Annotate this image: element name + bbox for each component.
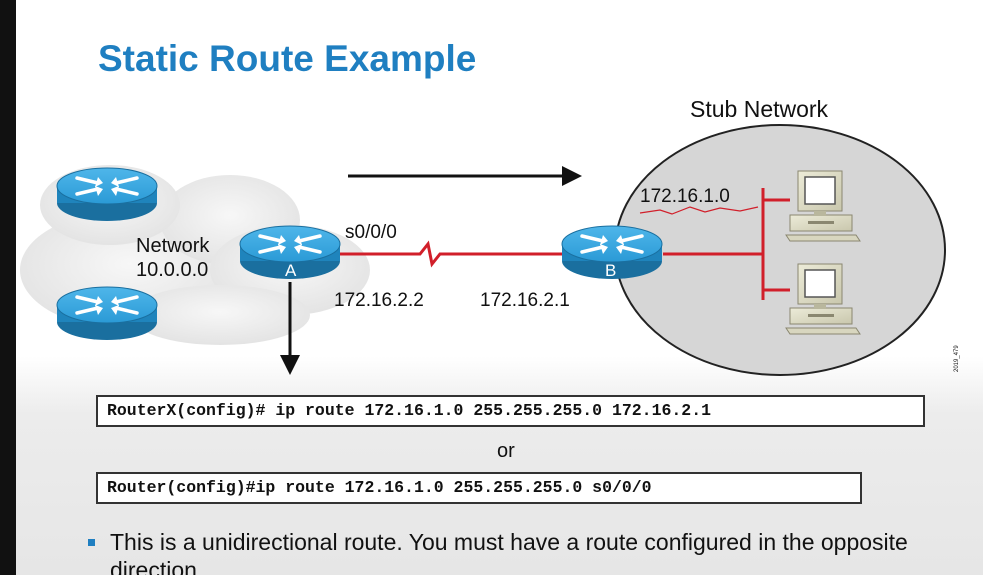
network-address: 10.0.0.0 [136,259,208,281]
network-label: Network [136,235,210,257]
command-box-exit-interface: Router(config)#ip route 172.16.1.0 255.2… [96,472,862,504]
or-label: or [497,440,515,462]
left-frame-bar [0,0,16,575]
serial-link-icon [340,240,568,268]
router-icon [55,285,159,342]
command-box-next-hop: RouterX(config)# ip route 172.16.1.0 255… [96,395,925,427]
stub-lan [663,188,790,300]
arrow-down-icon [280,282,300,375]
stub-network-label: Stub Network [690,96,829,122]
stub-subnet-label: 172.16.1.0 [640,186,730,207]
command-text-exit-interface: Router(config)#ip route 172.16.1.0 255.2… [107,478,652,497]
bullet-text: This is a unidirectional route. You must… [110,529,908,575]
stub-subnet-squiggle [639,206,759,215]
router-a-label: A [285,261,297,280]
bullet-square-icon [88,539,95,546]
side-code: 2019_479 [954,345,960,372]
arrow-right-icon [348,166,582,186]
router-b-ip: 172.16.2.1 [480,290,570,311]
router-a-ip: 172.16.2.2 [334,290,424,311]
stub-network-boundary [614,124,946,376]
slide-title: Static Route Example [98,38,477,79]
router-icon [55,166,159,223]
command-text-next-hop: RouterX(config)# ip route 172.16.1.0 255… [107,401,711,420]
router-b-label: B [605,261,616,280]
bullet-item: This is a unidirectional route. You must… [88,528,968,575]
serial-interface-label: s0/0/0 [345,222,397,243]
